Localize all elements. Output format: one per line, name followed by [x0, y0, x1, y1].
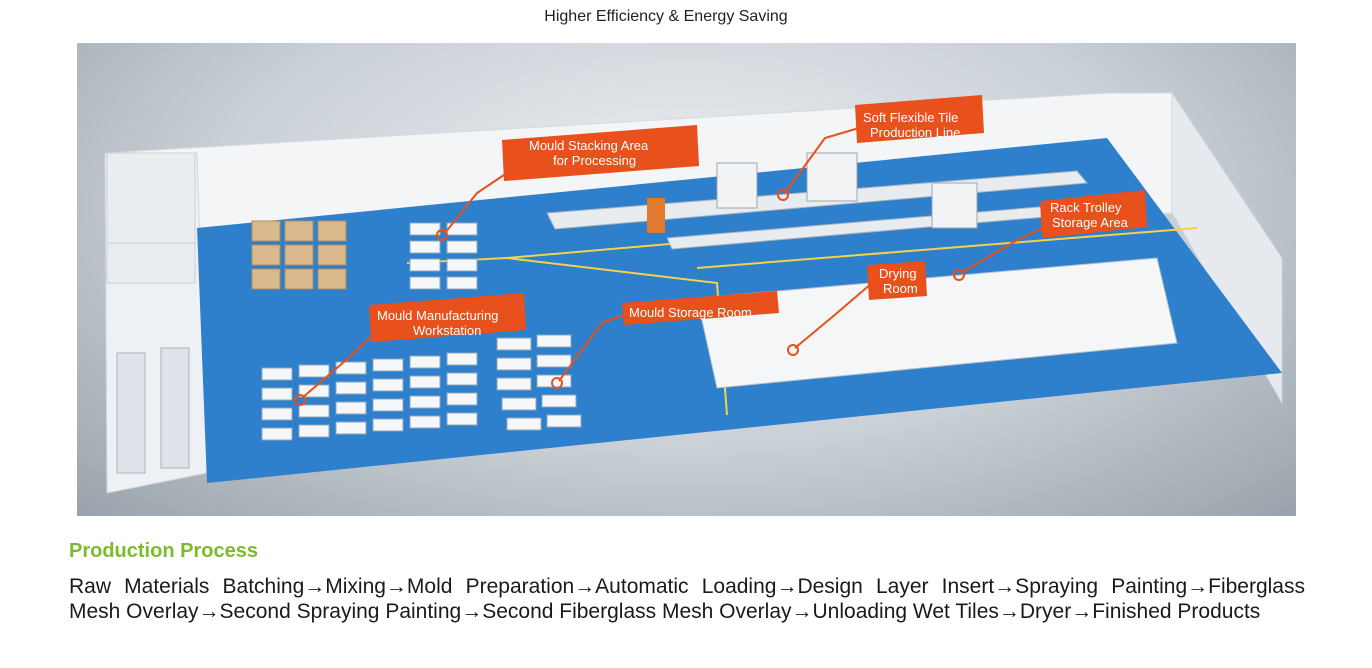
- right-wall: [1171, 91, 1283, 405]
- callout-label: Room: [883, 281, 918, 296]
- production-line: [546, 152, 1093, 250]
- callout-label: Storage Area: [1052, 215, 1129, 230]
- section-heading: Production Process: [69, 540, 258, 562]
- mould-stacking-tables: [409, 222, 478, 290]
- finished-product-stacks: [116, 347, 190, 474]
- callout-label: Drying: [879, 266, 917, 281]
- callout-soft-tile-line: Soft Flexible Tile Production Line: [777, 95, 984, 201]
- callout-mould-manufacturing: Mould Manufacturing Workstation: [294, 293, 526, 406]
- process-description: Raw Materials Batching→Mixing→Mold Prepa…: [69, 575, 1305, 623]
- callout-label: Mould Storage Room: [629, 305, 752, 320]
- callout-label: Rack Trolley: [1050, 200, 1122, 215]
- factory-layout-diagram: Mould Stacking Area for Processing Soft …: [77, 43, 1296, 516]
- raw-material-pallets: [251, 220, 347, 290]
- callout-mould-storage: Mould Storage Room: [551, 291, 779, 389]
- page-title: Higher Efficiency & Energy Saving: [544, 8, 788, 25]
- callout-label: Soft Flexible Tile: [863, 110, 958, 125]
- drying-room: [696, 257, 1178, 389]
- callout-label: for Processing: [553, 153, 636, 168]
- side-room-2: [106, 242, 196, 284]
- callout-mould-stacking: Mould Stacking Area for Processing: [436, 125, 699, 241]
- callout-label: Production Line: [870, 125, 960, 140]
- callout-drying-room: Drying Room: [787, 261, 927, 356]
- workstation-tables: [261, 352, 478, 441]
- callout-label: Mould Stacking Area: [529, 138, 649, 153]
- callout-rack-trolley: Rack Trolley Storage Area: [953, 190, 1147, 281]
- callout-label: Workstation: [413, 323, 481, 338]
- callout-label: Mould Manufacturing: [377, 308, 498, 323]
- mould-storage-racks: [496, 334, 582, 431]
- side-room-1: [106, 152, 196, 244]
